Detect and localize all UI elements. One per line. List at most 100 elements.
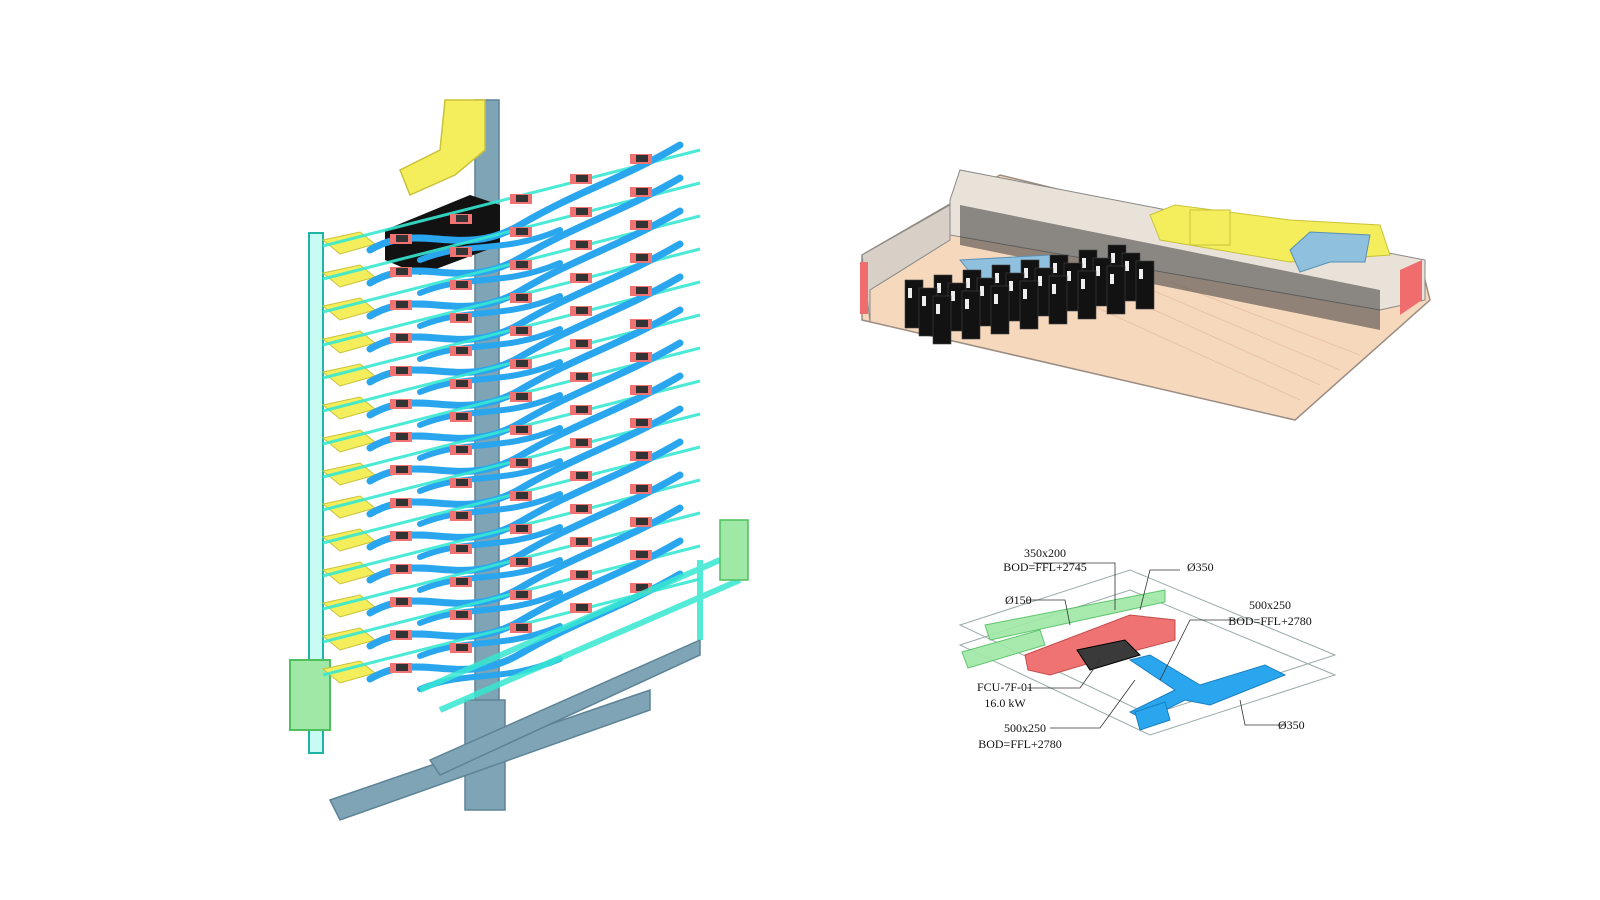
- blue-duct: [417, 590, 563, 626]
- cabinet-label: [980, 286, 984, 296]
- fcu-core: [636, 386, 648, 393]
- blue-duct: [366, 471, 684, 584]
- floor-level: [321, 240, 701, 362]
- blue-duct: [366, 141, 684, 254]
- fcu-core: [396, 400, 408, 407]
- upper-ceiling-plate: [958, 569, 1337, 716]
- fcu-core: [576, 274, 588, 281]
- fcu-core: [396, 565, 408, 572]
- fcu-core: [396, 466, 408, 473]
- fcu-core: [396, 301, 408, 308]
- floor-level: [321, 273, 701, 395]
- fcu-core: [396, 334, 408, 341]
- building-riser-isometric: [289, 99, 749, 821]
- cabinet-label: [966, 278, 970, 288]
- cabinet: [1135, 260, 1155, 310]
- fcu-core: [396, 532, 408, 539]
- fcu-core: [396, 631, 408, 638]
- blue-duct: [417, 227, 563, 263]
- cabinet-label: [937, 283, 941, 293]
- cabinet-label: [1009, 281, 1013, 291]
- bottom-cyan-branches: [418, 557, 742, 713]
- blue-duct: [366, 504, 684, 617]
- cabinet: [1048, 275, 1068, 325]
- fcu-core: [396, 268, 408, 275]
- cabinet-label: [951, 291, 955, 301]
- fcu-core: [576, 505, 588, 512]
- floor-level: [321, 471, 701, 593]
- fcu-core: [636, 221, 648, 228]
- floor-level: [321, 438, 701, 560]
- blue-duct: [366, 273, 684, 386]
- floor-level: [321, 537, 701, 659]
- fcu-core: [396, 235, 408, 242]
- fcu-core: [516, 294, 528, 301]
- blue-supply-duct: [1128, 654, 1287, 731]
- blue-duct: [417, 425, 563, 461]
- fcu-core: [636, 518, 648, 525]
- riser-floor-network: [321, 141, 701, 692]
- green-supply-ducts: [961, 589, 1166, 669]
- blue-duct: [366, 405, 684, 518]
- cabinet-label: [1111, 253, 1115, 263]
- blue-duct: [366, 339, 684, 452]
- blue-duct: [366, 537, 684, 650]
- fcu-core: [396, 499, 408, 506]
- fcu-core: [636, 419, 648, 426]
- fcu-core: [456, 512, 468, 519]
- floor-level: [321, 207, 701, 329]
- fcu-core: [636, 452, 648, 459]
- fcu-core: [576, 604, 588, 611]
- blue-duct: [417, 524, 563, 560]
- left-cyan-riser: [289, 232, 331, 754]
- fcu-core: [516, 459, 528, 466]
- blue-duct: [417, 392, 563, 428]
- label-fcu-capacity: 16.0 kW: [984, 696, 1026, 710]
- cabinet-label: [1023, 289, 1027, 299]
- cabinet-label: [908, 288, 912, 298]
- cabinet: [990, 285, 1010, 335]
- cabinet: [1106, 265, 1126, 315]
- blue-duct: [417, 359, 563, 395]
- cabinet: [961, 290, 981, 340]
- cabinet-label: [922, 296, 926, 306]
- floor-level: [321, 405, 701, 527]
- right-fire-panel: [1400, 260, 1422, 315]
- blue-duct: [366, 174, 684, 287]
- fcu-core: [576, 340, 588, 347]
- fcu-core: [576, 208, 588, 215]
- corridor-wall: [960, 205, 1380, 330]
- blue-duct: [417, 557, 563, 593]
- fcu-core: [576, 307, 588, 314]
- label-bod-2780-bottom: BOD=FFL+2780: [978, 737, 1062, 751]
- fcu-core: [516, 195, 528, 202]
- black-cabinets: [904, 244, 1155, 345]
- right-green-unit: [719, 519, 749, 581]
- label-dia-150: Ø150: [1005, 593, 1032, 607]
- fcu-core: [636, 188, 648, 195]
- label-fcu-id: FCU-7F-01: [976, 680, 1033, 694]
- cabinet: [1077, 270, 1097, 320]
- fcu-core: [456, 215, 468, 222]
- floor-level: [321, 372, 701, 494]
- cabinet-label: [994, 294, 998, 304]
- cabinet-label: [1096, 266, 1100, 276]
- fcu-core: [456, 644, 468, 651]
- cabinet-label: [1067, 271, 1071, 281]
- fcu-core: [636, 254, 648, 261]
- fcu-core: [456, 545, 468, 552]
- fcu-core: [516, 360, 528, 367]
- fcu-core: [636, 485, 648, 492]
- fcu-core: [576, 571, 588, 578]
- fcu-core: [636, 155, 648, 162]
- floor-level: [321, 306, 701, 428]
- fcu-core: [576, 175, 588, 182]
- fcu-core: [456, 248, 468, 255]
- fcu-core: [456, 281, 468, 288]
- blue-duct: [417, 260, 563, 296]
- fcu-core: [396, 433, 408, 440]
- fcu-core: [636, 320, 648, 327]
- fcu-core: [576, 406, 588, 413]
- cabinet-label: [1038, 276, 1042, 286]
